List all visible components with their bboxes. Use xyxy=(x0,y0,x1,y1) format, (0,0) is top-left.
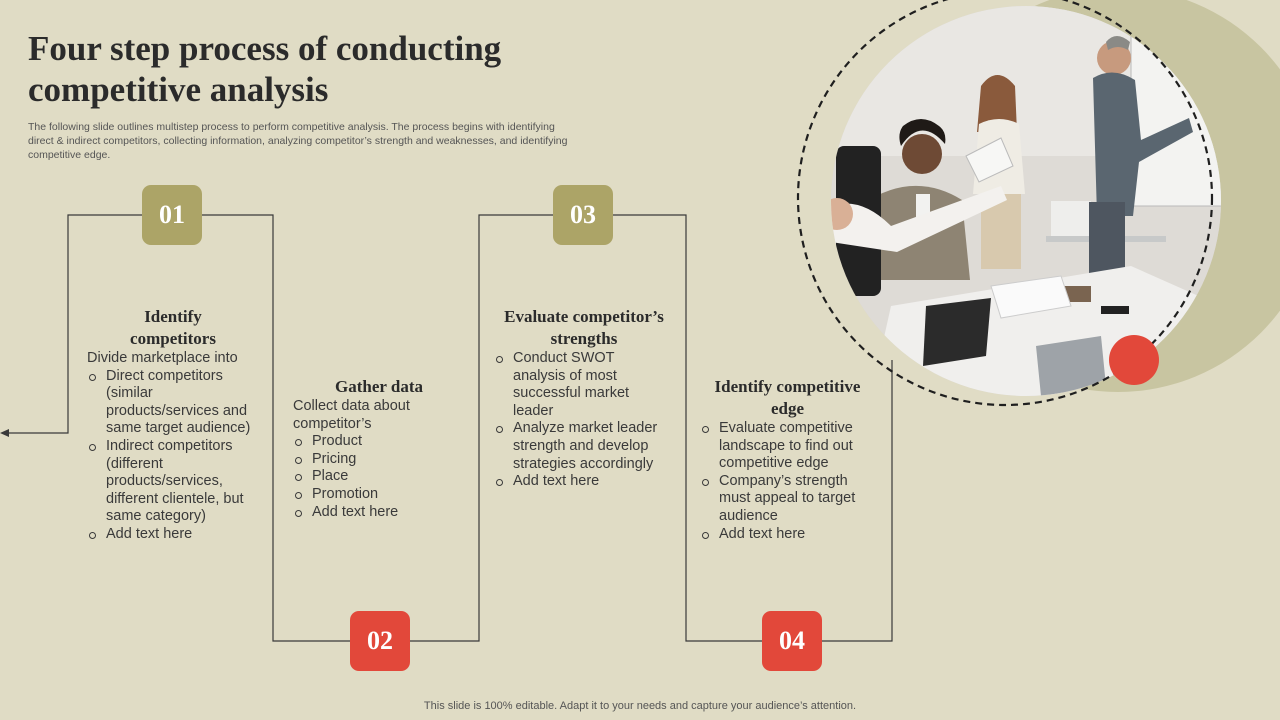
list-item: Product xyxy=(293,433,465,451)
list-item: Add text here xyxy=(700,526,862,544)
step-bullet-list: Evaluate competitive landscape to find o… xyxy=(700,420,862,543)
list-item: Promotion xyxy=(293,486,465,504)
list-item: Add text here xyxy=(87,526,259,544)
step-heading: Identify competitive edge xyxy=(714,377,861,418)
step-heading: Gather data xyxy=(335,377,423,396)
list-item: Direct competitors (similar products/ser… xyxy=(87,368,259,438)
list-item: Indirect competitors (different products… xyxy=(87,438,259,526)
list-item: Place xyxy=(293,468,465,486)
step-bullet-list: Conduct SWOT analysis of most successful… xyxy=(494,350,664,491)
step-01-badge: 01 xyxy=(142,185,202,245)
slide-footer: This slide is 100% editable. Adapt it to… xyxy=(423,700,857,712)
step-intro: Divide marketplace into xyxy=(87,350,238,366)
step-04-badge: 04 xyxy=(762,611,822,671)
step-02-badge: 02 xyxy=(350,611,410,671)
list-item: Add text here xyxy=(293,504,465,522)
step-heading: Identify competitors xyxy=(130,307,216,348)
list-item: Conduct SWOT analysis of most successful… xyxy=(494,350,664,420)
step-intro: Collect data about competitor’s xyxy=(293,398,410,432)
step-bullet-list: Product Pricing Place Promotion Add text… xyxy=(293,433,465,521)
slide-subtitle: The following slide outlines multistep p… xyxy=(28,121,568,161)
step-04-content: Identify competitive edge Evaluate compe… xyxy=(700,376,875,543)
step-03-badge: 03 xyxy=(553,185,613,245)
list-item: Add text here xyxy=(494,473,664,491)
step-heading: Evaluate competitor’s strengths xyxy=(504,307,664,348)
list-item: Evaluate competitive landscape to find o… xyxy=(700,420,862,473)
step-bullet-list: Direct competitors (similar products/ser… xyxy=(87,368,259,544)
step-01-content: Identify competitors Divide marketplace … xyxy=(87,306,259,544)
step-02-content: Gather data Collect data about competito… xyxy=(293,376,465,521)
slide-title: Four step process of conducting competit… xyxy=(28,29,502,109)
step-03-content: Evaluate competitor’s strengths Conduct … xyxy=(494,306,674,491)
list-item: Analyze market leader strength and devel… xyxy=(494,420,664,473)
list-item: Pricing xyxy=(293,451,465,469)
list-item: Company’s strength must appeal to target… xyxy=(700,473,862,526)
